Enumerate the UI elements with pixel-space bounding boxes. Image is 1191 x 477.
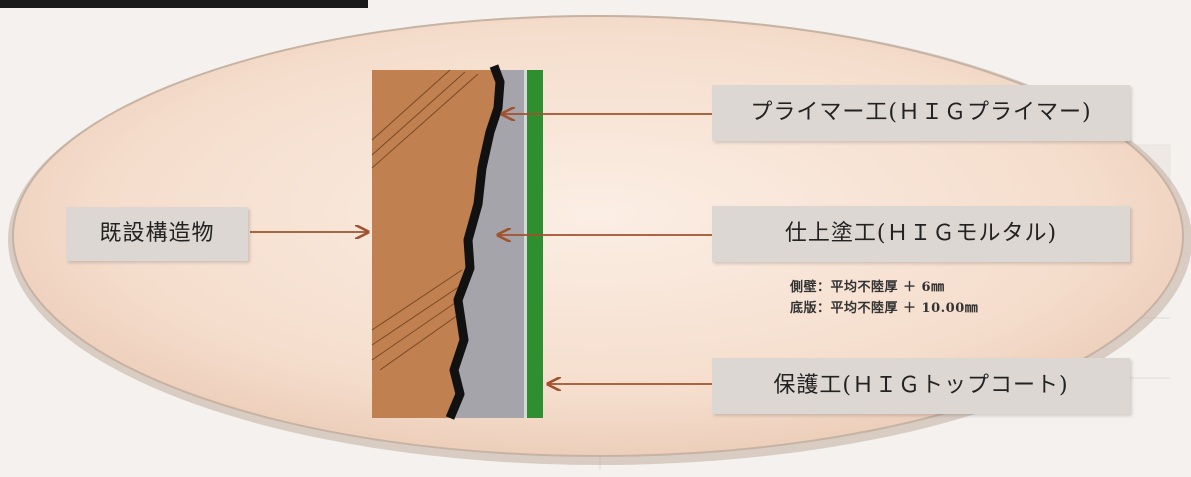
mortar-layer <box>450 70 532 418</box>
label-existing-structure: 既設構造物 <box>66 207 248 261</box>
note-floor-slab: 底版：平均不陸厚 ＋ 10.00㎜ <box>790 301 979 316</box>
label-finish-coat: 仕上塗工(ＨＩＧモルタル) <box>712 206 1130 262</box>
note-side-wall: 側壁：平均不陸厚 ＋ 6㎜ <box>790 280 945 295</box>
arrows <box>250 114 712 384</box>
concrete-hatch <box>371 69 479 371</box>
top-dark-strip <box>0 0 368 8</box>
topcoat-edge <box>524 70 527 418</box>
cross-section <box>371 64 543 420</box>
label-protective-coat: 保護工(ＨＩＧトップコート) <box>712 358 1130 414</box>
topcoat-layer <box>527 70 543 418</box>
label-primer: プライマー工(ＨＩＧプライマー) <box>712 85 1130 141</box>
primer-line <box>445 64 505 420</box>
